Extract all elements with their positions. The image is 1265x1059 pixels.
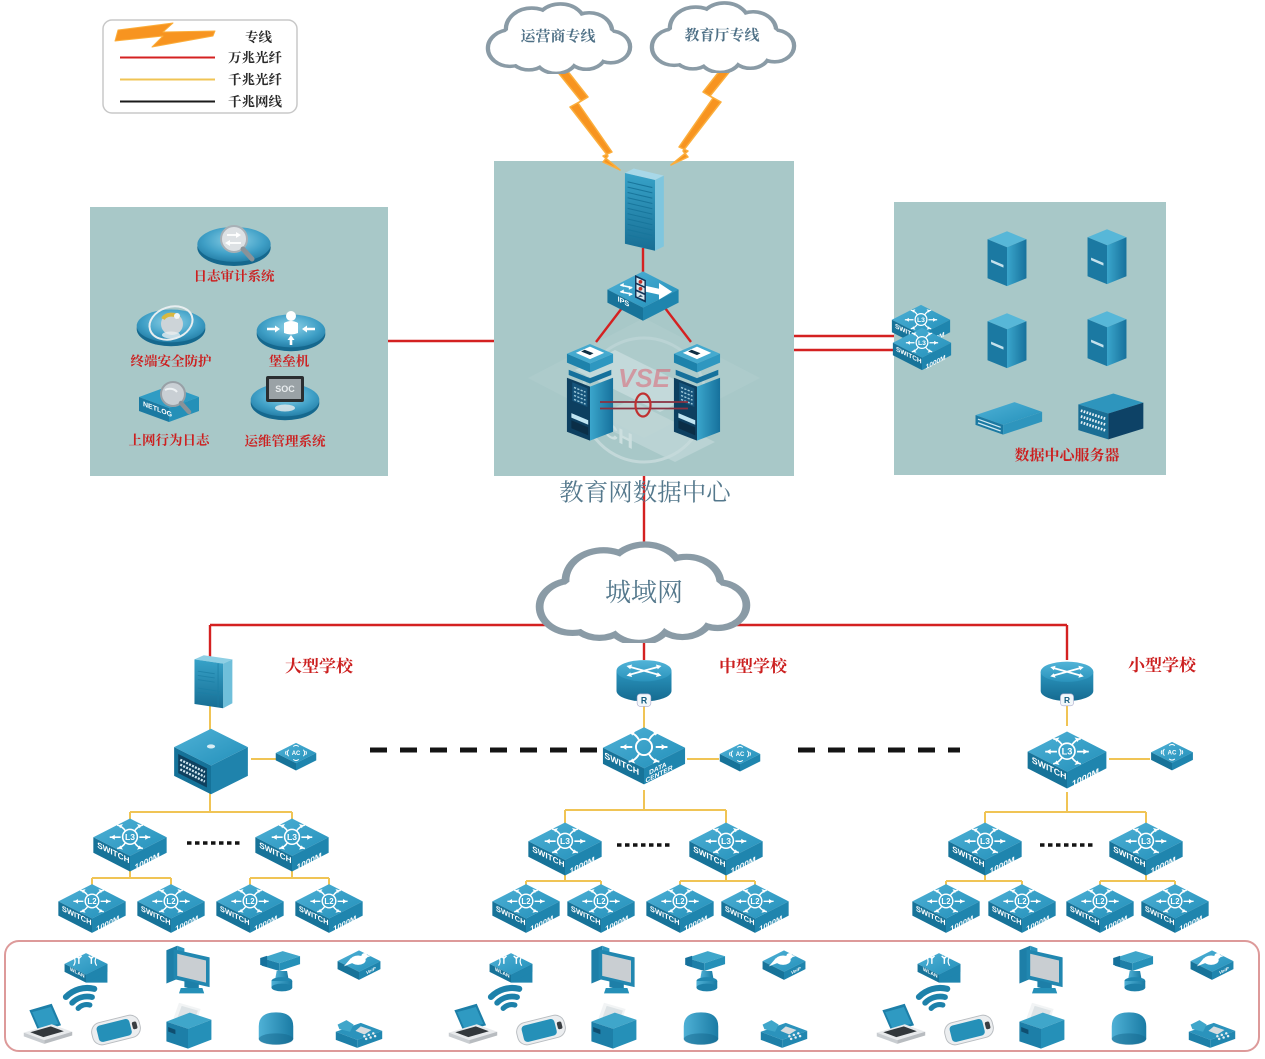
svg-text:VSE: VSE: [618, 363, 671, 393]
svg-text:SOC: SOC: [275, 384, 295, 394]
